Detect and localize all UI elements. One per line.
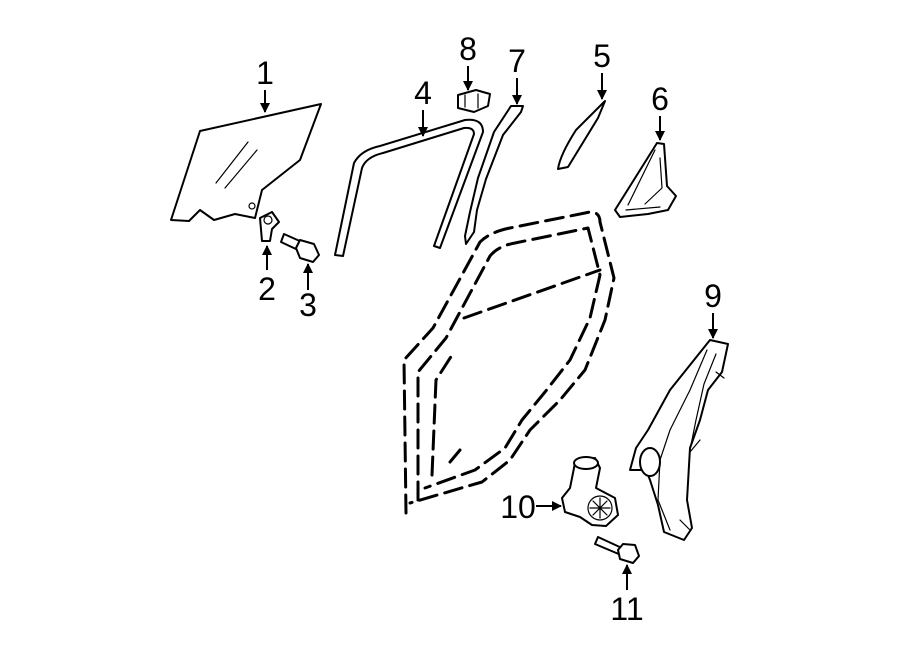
glass-bracket-part[interactable] xyxy=(259,211,280,242)
run-channel-part[interactable] xyxy=(334,118,484,257)
regulator-motor-part[interactable] xyxy=(561,456,619,527)
callout-1: 1 xyxy=(256,55,274,91)
callout-9: 9 xyxy=(704,278,722,314)
callout-3: 3 xyxy=(299,287,317,323)
callout-11: 11 xyxy=(610,591,643,627)
callout-2: 2 xyxy=(258,271,276,307)
callout-7: 7 xyxy=(508,43,526,79)
callout-6: 6 xyxy=(651,81,669,117)
clip-part[interactable] xyxy=(457,89,491,113)
callout-8: 8 xyxy=(459,31,477,67)
door-glass-part[interactable] xyxy=(170,103,322,222)
window-regulator-part[interactable] xyxy=(629,339,729,541)
callout-5: 5 xyxy=(593,38,611,74)
callout-4: 4 xyxy=(414,75,432,111)
door-outline xyxy=(402,210,616,515)
bolt-part[interactable] xyxy=(280,233,320,263)
callout-arrows xyxy=(260,66,718,590)
quarter-frame-part[interactable] xyxy=(614,142,677,218)
callout-labels: 1 2 3 4 5 6 7 8 9 10 11 xyxy=(256,31,722,627)
callout-10: 10 xyxy=(500,489,536,525)
quarter-glass-part[interactable] xyxy=(557,100,606,170)
vertical-seal-part[interactable] xyxy=(464,105,524,245)
screw-part[interactable] xyxy=(594,536,640,564)
